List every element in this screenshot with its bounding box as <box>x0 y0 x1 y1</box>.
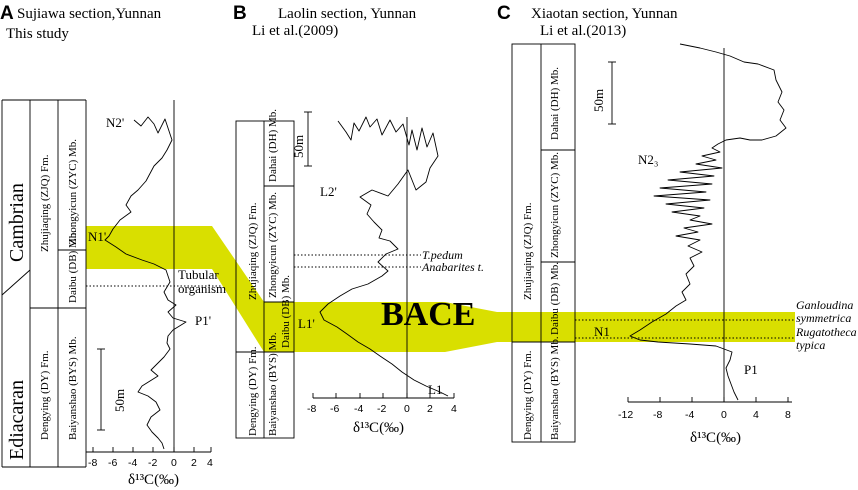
b-ticks: -8 -6 -4 -2 0 2 4 <box>307 393 457 415</box>
b-tick-4: 0 <box>404 403 410 415</box>
panel-b-title: Laolin section, Yunnan <box>278 6 417 22</box>
b-tick-1: -6 <box>330 403 339 415</box>
panel-b-letter: B <box>233 3 247 24</box>
b-axis-label: δ¹³C(‰) <box>353 420 404 436</box>
a-tick-1: -6 <box>108 457 117 469</box>
fossil-ganloudina-2: symmetrica <box>796 311 851 325</box>
unit-zjq-c: Zhujiaqing (ZJQ) Fm. <box>522 202 534 300</box>
c-tick-5: 8 <box>785 409 791 421</box>
fossil-tpedum: T.pedum <box>422 248 463 262</box>
marker-c-p1: P1 <box>744 362 758 377</box>
panel-a-source: This study <box>6 26 69 42</box>
b-tick-0: -8 <box>307 403 316 415</box>
unit-zyc-c: Zhongyicun (ZYC) Mb. <box>549 152 561 258</box>
panel-a-letter: A <box>0 3 14 24</box>
fossil-tubular-1: Tubular <box>178 267 219 282</box>
unit-bys-a: Baiyanshao (BYS) Mb. <box>67 336 79 440</box>
era-ediacaran-a: Ediacaran <box>6 380 28 460</box>
scale-a: 50m <box>112 389 127 412</box>
scale-c: 50m <box>591 89 606 112</box>
unit-dh-c: Dahai (DH) Mb. <box>549 67 561 140</box>
unit-db-a: Daibu (DB) Mb. <box>67 230 79 303</box>
c-tick-4: 4 <box>753 409 759 421</box>
b-tick-2: -4 <box>354 403 363 415</box>
a-ticks: -8 -6 -4 -2 0 2 4 <box>88 447 213 469</box>
panel-b-stratigraphy: Zhujiaqing (ZJQ) Fm. Dahai (DH) Mb. Zhon… <box>235 109 312 439</box>
unit-dy-a: Dengying (DY) Fm. <box>39 350 51 440</box>
marker-c-n2: N2₃ <box>638 152 658 167</box>
unit-dy-b: Dengying (DY) Fm. <box>247 346 259 436</box>
a-tick-3: -2 <box>148 457 157 469</box>
panel-a-stratigraphy: Cambrian Ediacaran Zhujiaqing (ZJQ) Fm. … <box>1 99 127 468</box>
unit-zjq-b: Zhujiaqing (ZJQ) Fm. <box>247 202 259 300</box>
panel-c-stratigraphy: Zhujiaqing (ZJQ) Fm. Dahai (DH) Mb. Zhon… <box>511 43 616 443</box>
panel-b-plot: L2' L1' L1 T.pedum Anabarites t. BACE -8… <box>294 116 484 436</box>
fossil-rugatotheca-2: typica <box>796 338 825 352</box>
panel-c-plot: N2₃ N1 P1 Ganloudina symmetrica Rugatoth… <box>575 43 857 446</box>
c-tick-0: -12 <box>618 409 633 421</box>
marker-b-l2: L2' <box>320 184 337 199</box>
unit-dh-b: Dahai (DH) Mb. <box>267 109 279 182</box>
c-tick-2: -4 <box>685 409 694 421</box>
fossil-rugatotheca-1: Rugatotheca <box>795 325 857 339</box>
panel-c-source: Li et al.(2013) <box>540 23 626 39</box>
bace-band <box>86 226 795 352</box>
unit-db-b: Daibu (DB) Mb. <box>280 275 292 348</box>
b-carbon-curve <box>319 116 449 397</box>
era-cambrian-a: Cambrian <box>6 183 28 262</box>
a-tick-5: 2 <box>191 457 197 469</box>
fossil-tubular-2: organism <box>178 281 226 296</box>
unit-zyc-a: Zhongyicun (ZYC) Mb. <box>67 139 79 245</box>
c-axis-label: δ¹³C(‰) <box>690 430 741 446</box>
b-tick-5: 2 <box>427 403 433 415</box>
marker-a-n1: N1' <box>88 229 106 244</box>
panel-b-source: Li et al.(2009) <box>252 23 338 39</box>
b-tick-6: 4 <box>451 403 457 415</box>
marker-b-l1: L1 <box>428 382 442 397</box>
marker-c-n1: N1 <box>594 324 610 339</box>
c-tick-3: 0 <box>721 409 727 421</box>
c-carbon-curve <box>629 43 787 401</box>
panel-a-title: Sujiawa section,Yunnan <box>17 6 162 22</box>
a-tick-0: -8 <box>88 457 97 469</box>
scale-b: 50m <box>291 135 306 158</box>
marker-a-n2: N2' <box>106 115 124 130</box>
b-tick-3: -2 <box>377 403 386 415</box>
unit-dy-c: Dengying (DY) Fm. <box>522 350 534 440</box>
a-axis-label: δ¹³C(‰) <box>128 472 179 488</box>
a-tick-2: -4 <box>128 457 137 469</box>
marker-a-p1: P1' <box>195 313 211 328</box>
panel-c-letter: C <box>497 3 511 24</box>
marker-b-l1p: L1' <box>298 316 315 331</box>
c-ticks: -12 -8 -4 0 4 8 <box>618 397 791 421</box>
unit-zyc-b: Zhongyicun (ZYC) Mb. <box>267 192 279 298</box>
fossil-anabarites: Anabarites t. <box>421 260 484 274</box>
unit-db-c: Daibu (DB) Mb. <box>549 262 561 335</box>
a-carbon-curve <box>104 116 187 450</box>
a-tick-6: 4 <box>207 457 213 469</box>
bace-label: BACE <box>381 296 475 333</box>
panel-a-plot: N2' N1' P1' Tubular organism -8 -6 -4 -2… <box>86 100 226 488</box>
unit-bys-c: Baiyanshao (BYS) Mb. <box>549 336 561 440</box>
c-tick-1: -8 <box>653 409 662 421</box>
panel-c-title: Xiaotan section, Yunnan <box>531 6 678 22</box>
unit-bys-b: Baiyanshao (BYS) Mb. <box>267 332 279 436</box>
fossil-ganloudina-1: Ganloudina <box>796 298 853 312</box>
a-tick-4: 0 <box>171 457 177 469</box>
unit-zjq-a: Zhujiaqing (ZJQ) Fm. <box>39 154 51 252</box>
